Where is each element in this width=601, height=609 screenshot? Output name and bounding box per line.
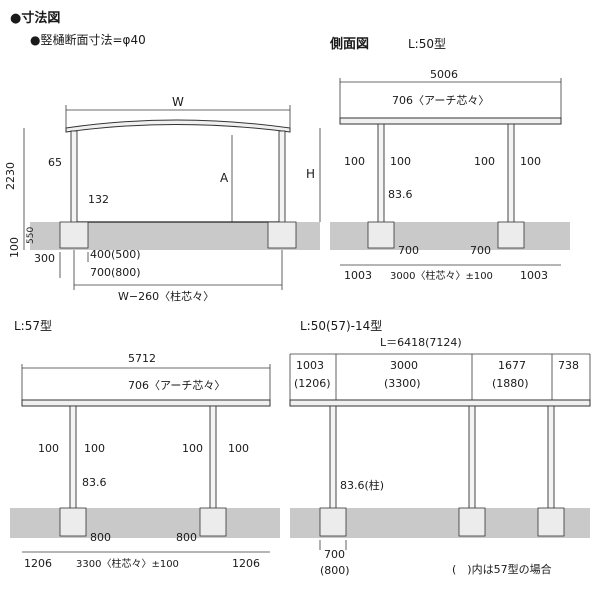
side50-pipe: 83.6 bbox=[388, 188, 413, 201]
front-dim-100: 100 bbox=[8, 237, 21, 258]
downspout-spec: ●竪樋断面寸法=φ40 bbox=[30, 32, 146, 47]
side57-pipe: 83.6 bbox=[82, 476, 107, 489]
side14-foot: 700 bbox=[324, 548, 345, 561]
side50-left-100b: 100 bbox=[390, 155, 411, 168]
side14-seg2: 3000 bbox=[390, 359, 418, 372]
side14-note: ( )内は57型の場合 bbox=[452, 562, 552, 576]
front-label-A: A bbox=[220, 171, 229, 185]
front-label-H: H bbox=[306, 167, 315, 181]
side14-roof bbox=[289, 399, 591, 407]
side50-foot-right: 700 bbox=[470, 244, 491, 257]
side50-ground bbox=[330, 222, 570, 250]
side50-arch: 706〈アーチ芯々〉 bbox=[392, 93, 489, 107]
front-view: W A H 2230 550 100 65 132 300 400(500) 7… bbox=[4, 95, 321, 303]
side50-end-right: 1003 bbox=[520, 269, 548, 282]
side50-length: 5006 bbox=[430, 68, 458, 81]
front-roof bbox=[65, 119, 291, 133]
side57-left-100a: 100 bbox=[38, 442, 59, 455]
side14-seg4: 738 bbox=[558, 359, 579, 372]
side57-length: 5712 bbox=[128, 352, 156, 365]
side50-center: 3000〈柱芯々〉±100 bbox=[390, 269, 493, 282]
side50-right-100a: 100 bbox=[474, 155, 495, 168]
side14-model: L:50(57)-14型 bbox=[300, 319, 382, 333]
side57-end-left: 1206 bbox=[24, 557, 52, 570]
front-footing-right bbox=[267, 221, 297, 249]
side14-seg3: 1677 bbox=[498, 359, 526, 372]
side57-right-100a: 100 bbox=[182, 442, 203, 455]
side50-left-100a: 100 bbox=[344, 155, 365, 168]
side50-footing-left bbox=[367, 221, 395, 249]
front-dim-700: 700(800) bbox=[90, 266, 141, 279]
side14-footing-2 bbox=[458, 507, 486, 537]
side-view-14: L:50(57)-14型 L＝6418(7124) 1003 3000 1677… bbox=[289, 319, 591, 577]
side57-ground bbox=[10, 508, 280, 538]
side57-left-100b: 100 bbox=[84, 442, 105, 455]
side50-roof bbox=[339, 117, 562, 125]
side-view-57: L:57型 5712 706〈アーチ芯々〉 100 100 100 100 83… bbox=[10, 319, 280, 570]
side57-foot-left: 800 bbox=[90, 531, 111, 544]
side-view-model: L:50型 bbox=[408, 37, 446, 51]
side14-foot-alt: (800) bbox=[320, 564, 350, 577]
front-footing-left bbox=[59, 221, 89, 249]
side50-footing-right bbox=[497, 221, 525, 249]
side14-footing-3 bbox=[537, 507, 565, 537]
side14-footing-1 bbox=[319, 507, 347, 537]
side14-pipe: 83.6(柱) bbox=[340, 478, 384, 492]
side57-arch: 706〈アーチ芯々〉 bbox=[128, 378, 225, 392]
side14-seg1: 1003 bbox=[296, 359, 324, 372]
side-view-title: 側面図 bbox=[329, 36, 369, 52]
side14-seg2-alt: (3300) bbox=[384, 377, 421, 390]
front-dim-2230: 2230 bbox=[4, 162, 17, 190]
side14-length: L＝6418(7124) bbox=[380, 336, 462, 349]
front-dim-65: 65 bbox=[48, 156, 62, 169]
side14-seg1-alt: (1206) bbox=[294, 377, 331, 390]
side57-right-100b: 100 bbox=[228, 442, 249, 455]
side57-footing-right bbox=[199, 507, 227, 537]
front-dim-132: 132 bbox=[88, 193, 109, 206]
side57-model: L:57型 bbox=[14, 319, 52, 333]
side57-footing-left bbox=[59, 507, 87, 537]
side50-foot-left: 700 bbox=[398, 244, 419, 257]
side50-end-left: 1003 bbox=[344, 269, 372, 282]
side57-center: 3300〈柱芯々〉±100 bbox=[76, 557, 179, 570]
side50-right-100b: 100 bbox=[520, 155, 541, 168]
side57-end-right: 1206 bbox=[232, 557, 260, 570]
side-view-50: 5006 706〈アーチ芯々〉 100 100 100 100 83.6 700… bbox=[330, 68, 570, 282]
side14-seg3-alt: (1880) bbox=[492, 377, 529, 390]
drawing-title: ●寸法図 bbox=[10, 10, 60, 26]
front-dim-400: 400(500) bbox=[90, 248, 141, 261]
front-post-center: W−260〈柱芯々〉 bbox=[118, 289, 214, 303]
front-dim-550: 550 bbox=[26, 227, 36, 244]
front-width-label: W bbox=[172, 95, 184, 109]
front-dim-300: 300 bbox=[34, 252, 55, 265]
side57-foot-right: 800 bbox=[176, 531, 197, 544]
side57-roof bbox=[21, 399, 271, 407]
